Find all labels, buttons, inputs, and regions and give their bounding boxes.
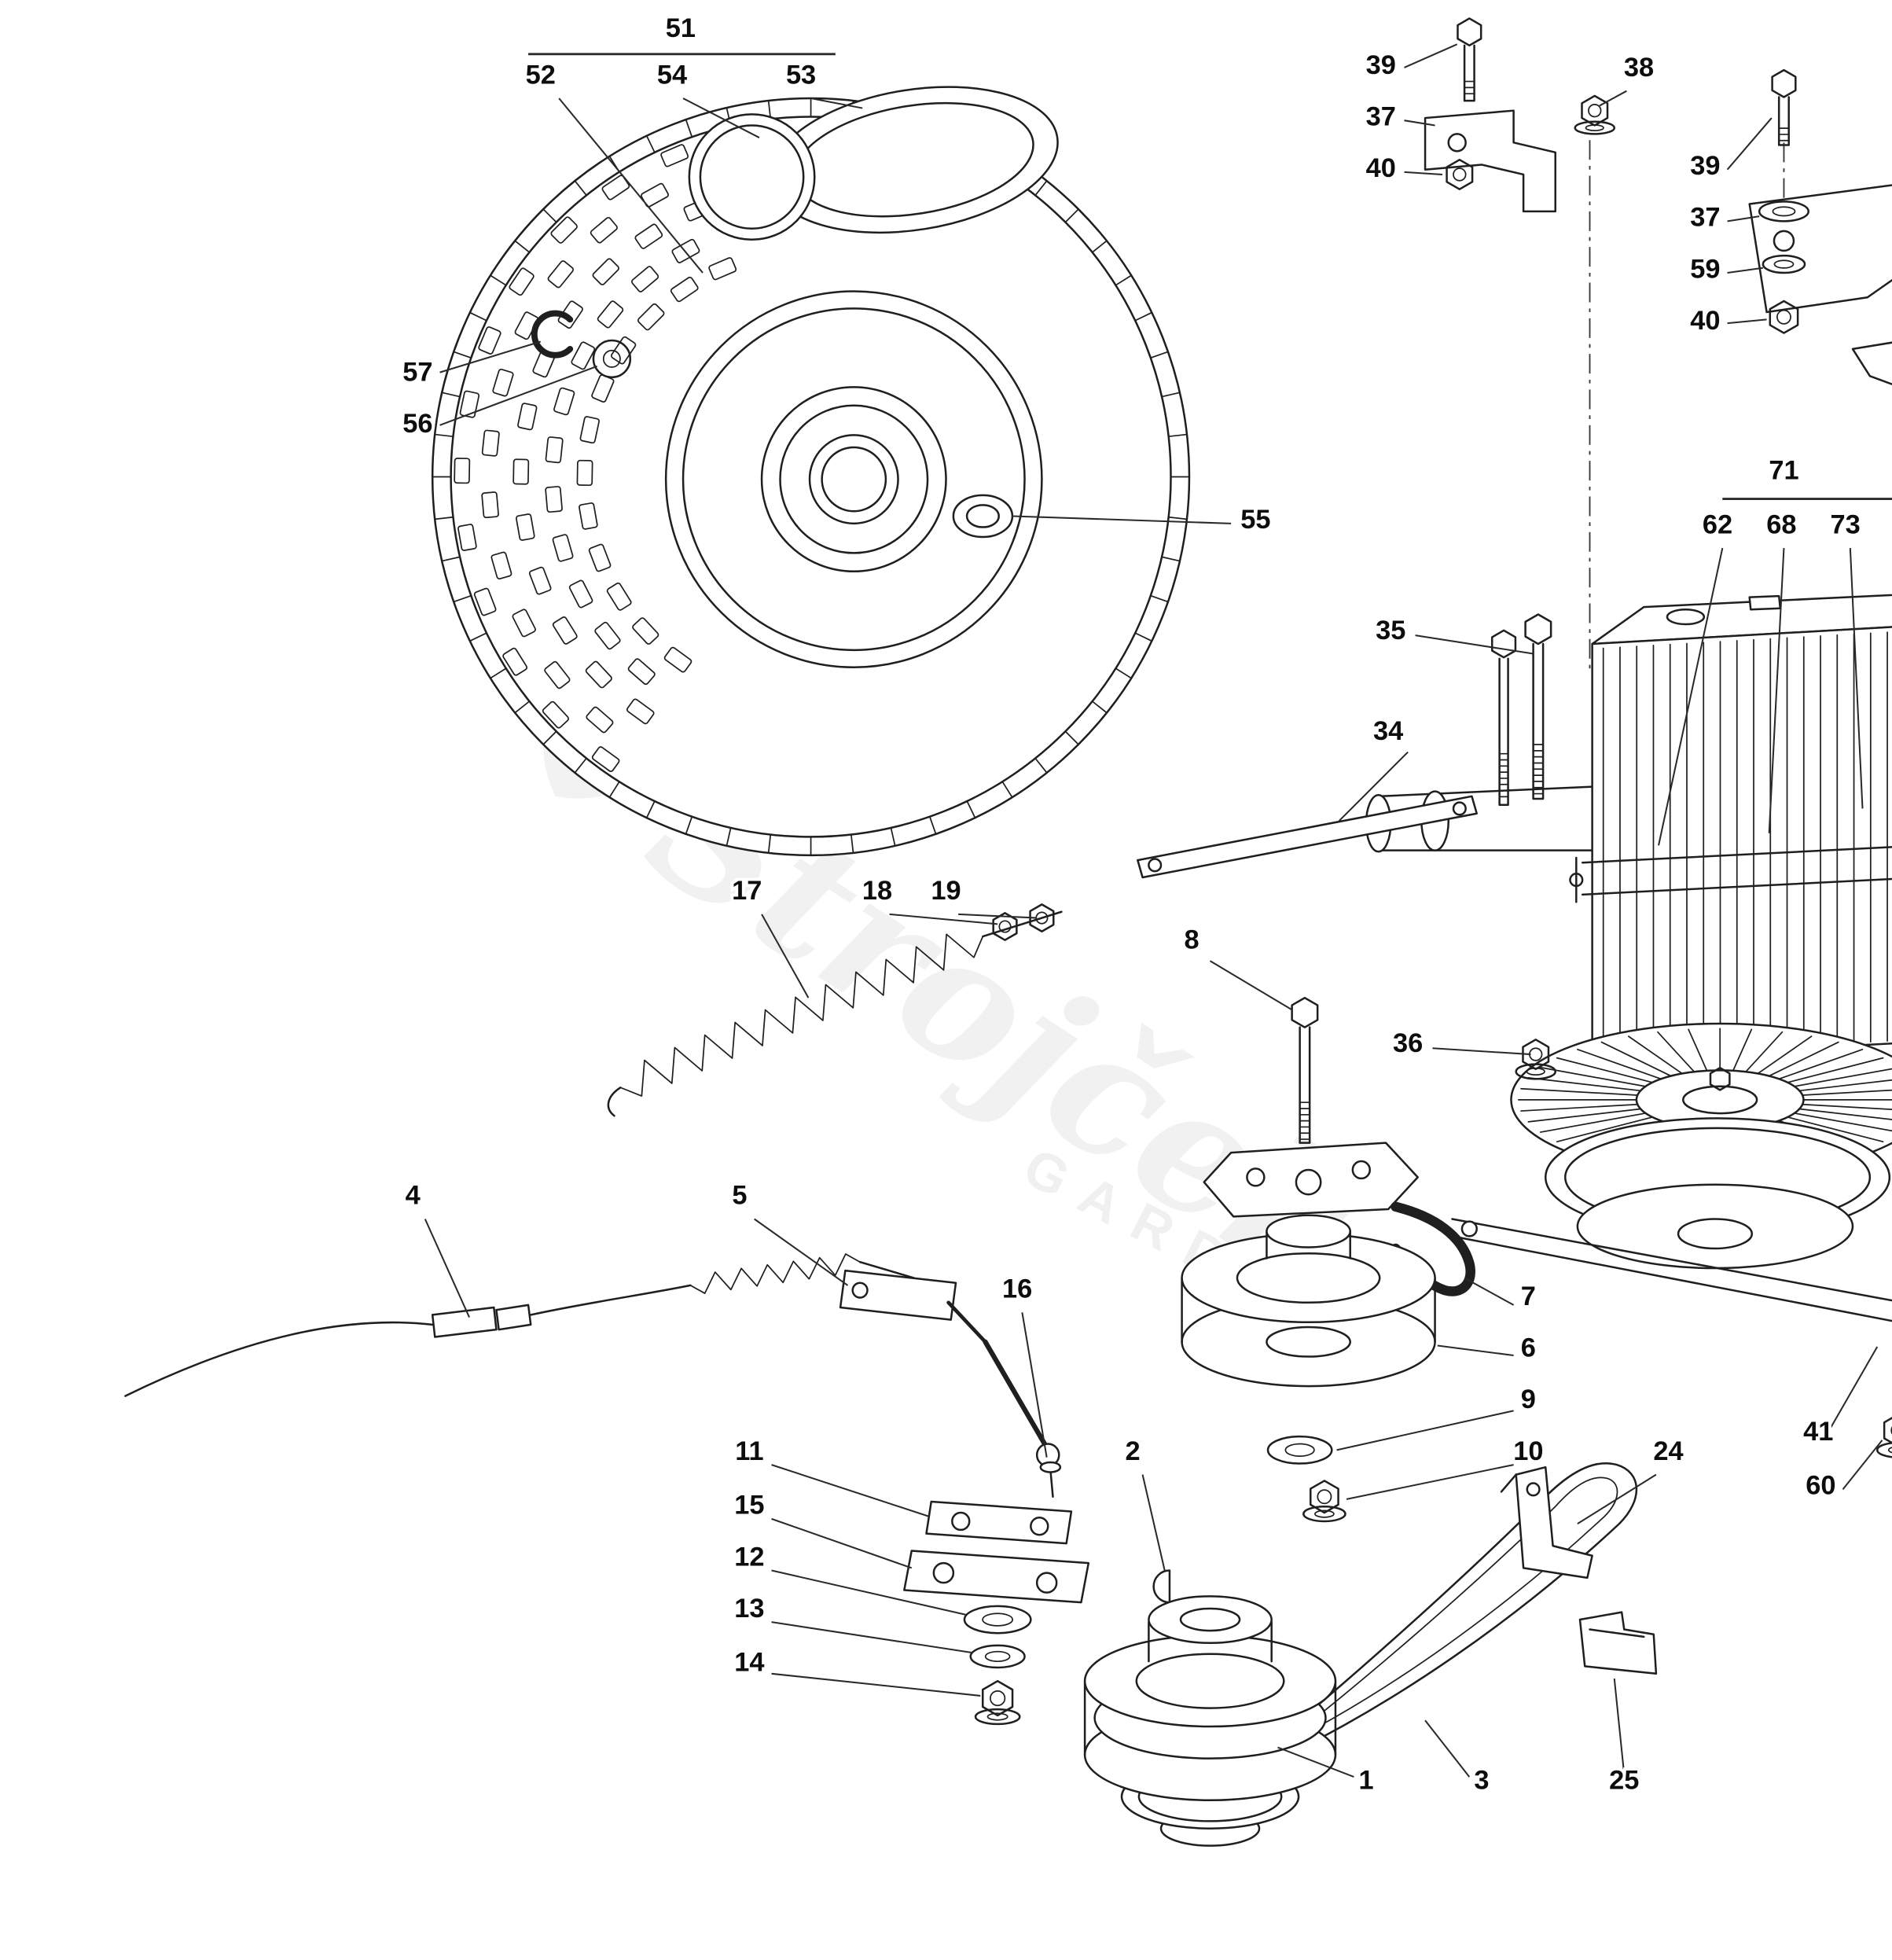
part-label-73: 73 [1830,509,1860,539]
woodruff-key [1152,1569,1171,1604]
coil-springs [619,933,984,1294]
idler-pulley-group [1181,1142,1475,1388]
wheel-assembly [431,86,1191,857]
part-label-36: 36 [1393,1028,1423,1058]
part-label-35: 35 [1376,616,1405,645]
part-label-39: 39 [1690,151,1720,181]
tire-tread [432,97,1190,856]
cooling-fins-block [1591,626,1892,1061]
set-screw [1039,1461,1062,1473]
part-label-54: 54 [657,60,687,90]
transmission-unit [1569,594,1892,1061]
part-label-1: 1 [1358,1766,1373,1796]
part-label-2: 2 [1126,1436,1141,1466]
fasteners [592,17,1892,1726]
part-label-40: 40 [1366,153,1396,183]
link-rod [983,1339,1049,1451]
part-label-17: 17 [732,876,762,906]
part-label-39: 39 [1366,50,1396,80]
part-label-53: 53 [786,60,816,90]
part-label-59: 59 [1690,254,1720,284]
part-label-37: 37 [1690,203,1720,233]
part-label-4: 4 [406,1181,421,1211]
tension-spring [607,910,1063,1117]
part-label-6: 6 [1521,1333,1536,1363]
input-shaft-and-brace [1137,785,1599,879]
support-bracket-a [1424,109,1556,213]
part-label-60: 60 [1806,1471,1835,1501]
part-callouts: 5152545357565539374038393759403874757686… [399,10,1892,1799]
part-label-19: 19 [931,876,961,906]
drive-belt [1229,1462,1638,1781]
idler-plate [1203,1142,1419,1218]
part-label-24: 24 [1653,1436,1683,1466]
part-label-7: 7 [1521,1282,1536,1311]
retaining-ring [531,310,574,359]
part-label-12: 12 [734,1542,764,1572]
part-label-34: 34 [1373,716,1403,746]
anchor-plates-stack [903,1500,1171,1604]
part-label-57: 57 [402,358,432,388]
part-label-15: 15 [734,1491,764,1521]
cooling-fan [1510,1022,1892,1270]
part-label-16: 16 [1002,1274,1032,1304]
part-label-62: 62 [1703,509,1732,539]
engine-pulley [1083,1595,1337,1847]
part-label-18: 18 [862,876,892,906]
part-label-71: 71 [1769,456,1798,486]
part-label-56: 56 [402,409,432,439]
part-label-41: 41 [1803,1417,1833,1447]
part-label-13: 13 [734,1594,764,1624]
part-label-38: 38 [1624,53,1654,83]
support-bracket-b [1748,184,1892,385]
torque-strap [1451,1218,1892,1322]
part-label-52: 52 [526,60,556,90]
part-label-68: 68 [1766,509,1796,539]
part-label-51: 51 [666,13,696,43]
part-label-11: 11 [735,1436,763,1466]
part-label-10: 10 [1513,1436,1543,1466]
brace-bar [1137,795,1478,879]
part-label-37: 37 [1366,101,1396,131]
hub-bushing [952,494,1014,539]
centre-lines [1589,140,1785,674]
clutch-cable-and-lever [124,1260,1062,1498]
lever-plate [839,1269,957,1321]
part-label-3: 3 [1474,1766,1489,1796]
part-label-40: 40 [1690,306,1720,336]
cable [124,1321,434,1397]
part-label-8: 8 [1185,925,1199,955]
belt-guide-clips [1500,1465,1658,1675]
belt-keeper-clip [1578,1611,1658,1675]
part-label-55: 55 [1240,505,1270,535]
clamp-band [1581,846,1892,896]
part-label-5: 5 [732,1181,747,1211]
part-label-25: 25 [1609,1766,1639,1796]
part-label-9: 9 [1521,1385,1536,1414]
part-label-14: 14 [734,1648,764,1678]
